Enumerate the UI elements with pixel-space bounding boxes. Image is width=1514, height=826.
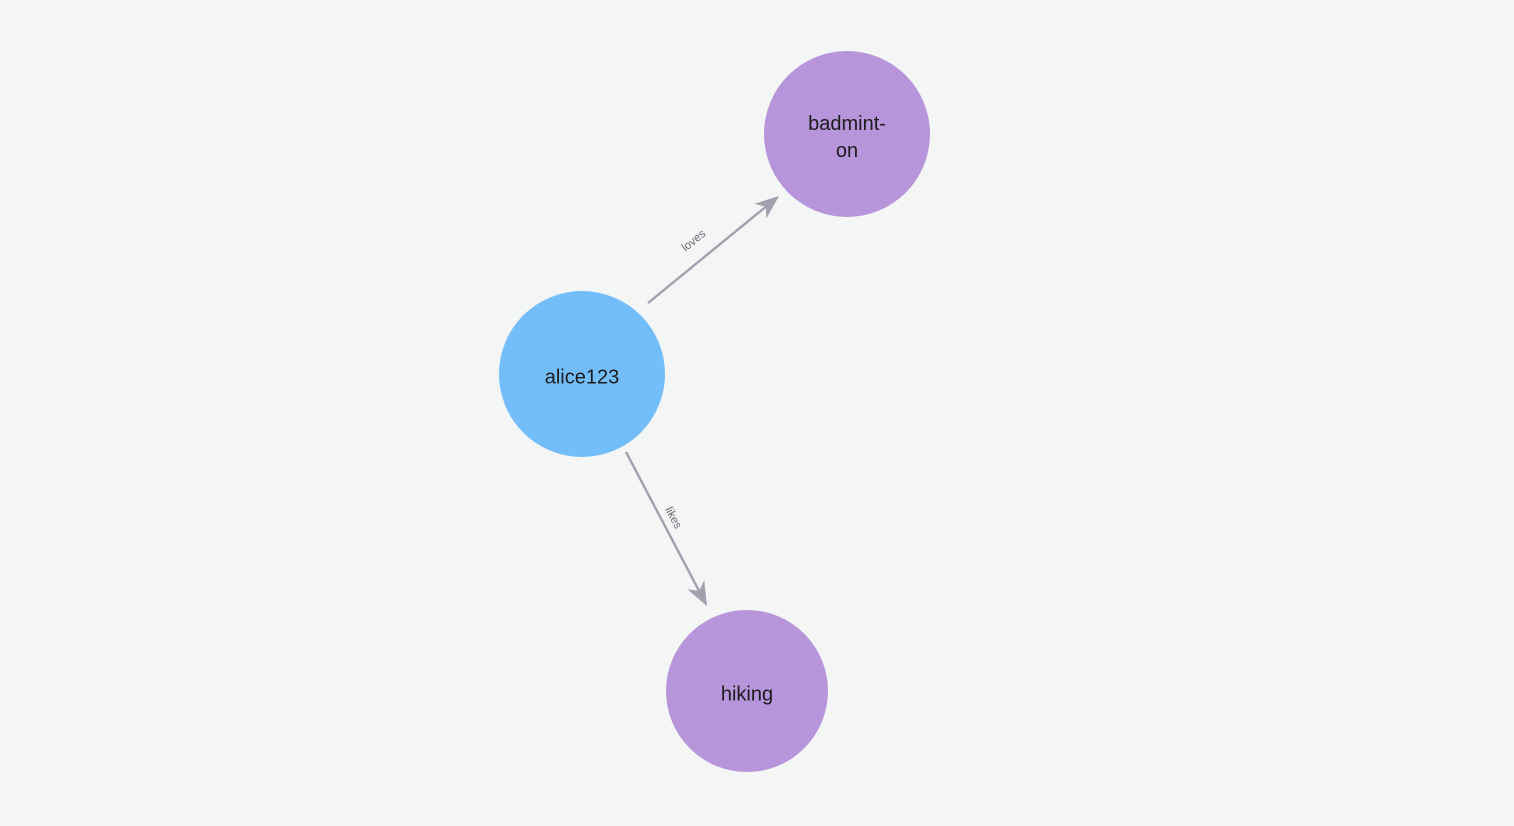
node-badminton[interactable]: badmint- on xyxy=(764,51,930,217)
edge-alice123-loves-badminton[interactable]: loves xyxy=(647,196,779,304)
node-circle-hiking[interactable] xyxy=(666,610,828,772)
node-hiking[interactable]: hiking xyxy=(666,610,828,772)
node-layer: badmint- on alice123 hiking xyxy=(499,51,930,772)
edge-alice123-likes-hiking[interactable]: likes xyxy=(624,451,707,606)
edge-line[interactable] xyxy=(624,451,702,595)
arrow-head-icon xyxy=(687,580,707,606)
edge-label-loves: loves xyxy=(680,228,709,254)
edge-line[interactable] xyxy=(647,203,770,304)
arrow-head-icon xyxy=(754,196,779,219)
node-circle-badminton[interactable] xyxy=(764,51,930,217)
node-circle-alice123[interactable] xyxy=(499,291,665,457)
node-alice123[interactable]: alice123 xyxy=(499,291,665,457)
